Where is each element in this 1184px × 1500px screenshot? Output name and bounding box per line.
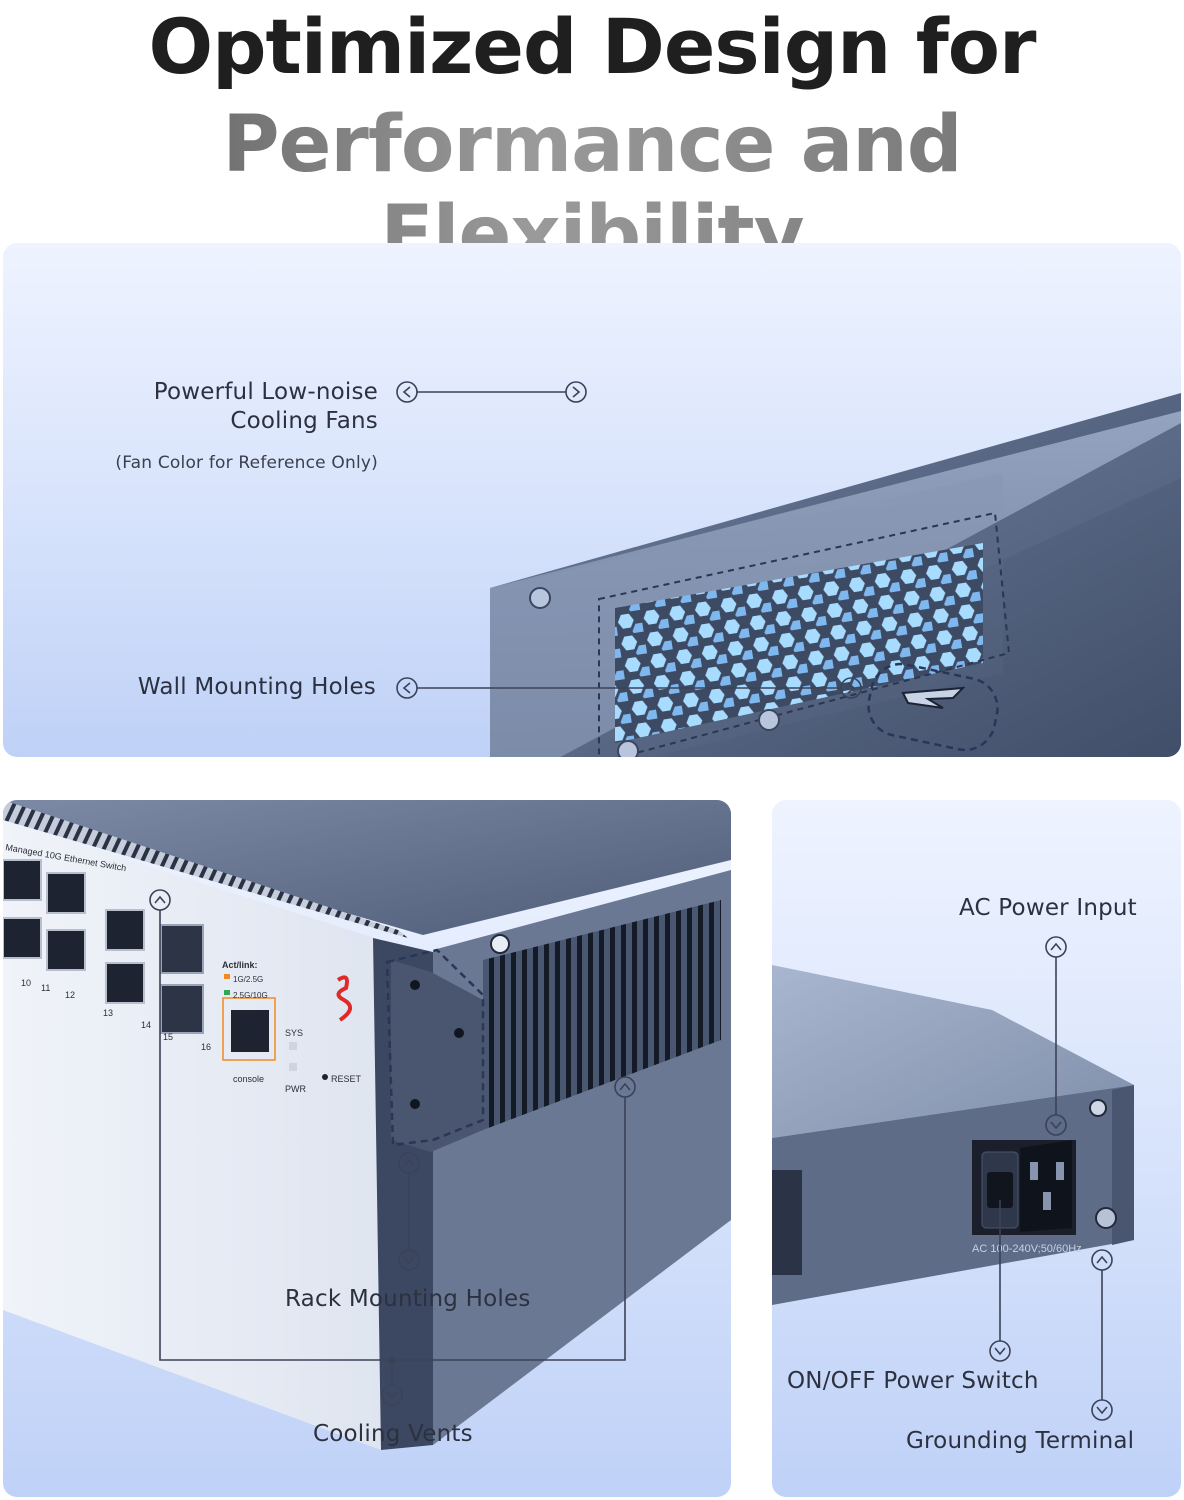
top-panel: Powerful Low-noise Cooling Fans (Fan Col…: [3, 243, 1181, 757]
rack-mounting-label: Rack Mounting Holes: [285, 1286, 531, 1312]
vents-callout: [149, 889, 636, 1406]
svg-text:11: 11: [41, 983, 50, 993]
wall-mount-hole: [867, 662, 999, 752]
svg-text:console: console: [233, 1074, 264, 1084]
wall-callout: [396, 677, 862, 699]
fans-label-line-1: Powerful Low-noise: [153, 379, 378, 405]
rack-callout: [398, 1152, 420, 1271]
top-chassis-illustration: [396, 381, 1181, 757]
svg-text:PWR: PWR: [285, 1084, 306, 1094]
phillips-screw-icon: [529, 587, 780, 757]
svg-text:Act/link:: Act/link:: [222, 960, 258, 970]
phillips-screw-icon: [1089, 1099, 1107, 1117]
power-rating: AC 100-240V;50/60Hz: [972, 1243, 1082, 1255]
ground-callout: [1091, 1249, 1113, 1421]
ground-symbol-icon: [1095, 1207, 1117, 1229]
svg-text:10: 10: [21, 978, 31, 988]
svg-text:13: 13: [103, 1008, 113, 1018]
ac-callout: [1045, 936, 1067, 1136]
svg-text:14: 14: [141, 1020, 151, 1030]
svg-text:1G/2.5G: 1G/2.5G: [233, 975, 263, 984]
headline-line-2: Performance and Flexibility: [0, 100, 1184, 280]
svg-text:RESET: RESET: [331, 1074, 362, 1084]
rear-panel-illustration: AC 100-240V;50/60Hz: [772, 936, 1134, 1421]
bottom-left-panel: Managed 10G Ethernet Switch Act/link: 1G…: [3, 800, 731, 1497]
fans-note: (Fan Color for Reference Only): [115, 453, 378, 473]
svg-text:16: 16: [201, 1042, 211, 1052]
fans-label-line-2: Cooling Fans: [230, 408, 378, 434]
fan-grille: [615, 543, 983, 743]
power-switch-label: ON/OFF Power Switch: [787, 1368, 1039, 1394]
rj45-ports: [3, 859, 145, 1004]
switch-callout: [989, 1200, 1011, 1362]
wall-mounting-label: Wall Mounting Holes: [137, 674, 376, 700]
svg-text:15: 15: [163, 1032, 173, 1042]
svg-text:12: 12: [65, 990, 75, 1000]
svg-text:2.5G/10G: 2.5G/10G: [233, 991, 268, 1000]
grounding-label: Grounding Terminal: [906, 1428, 1135, 1454]
bottom-right-panel: AC 100-240V;50/60Hz AC Power Input ON/OF…: [772, 800, 1181, 1497]
fans-callout: [396, 381, 587, 403]
front-panel-illustration: Managed 10G Ethernet Switch Act/link: 1G…: [3, 800, 731, 1450]
phillips-screw-icon: [490, 934, 510, 954]
ac-power-label: AC Power Input: [959, 895, 1137, 921]
headline-line-1: Optimized Design for: [148, 2, 1037, 91]
cooling-vents-label: Cooling Vents: [313, 1421, 473, 1447]
svg-text:SYS: SYS: [285, 1028, 303, 1038]
